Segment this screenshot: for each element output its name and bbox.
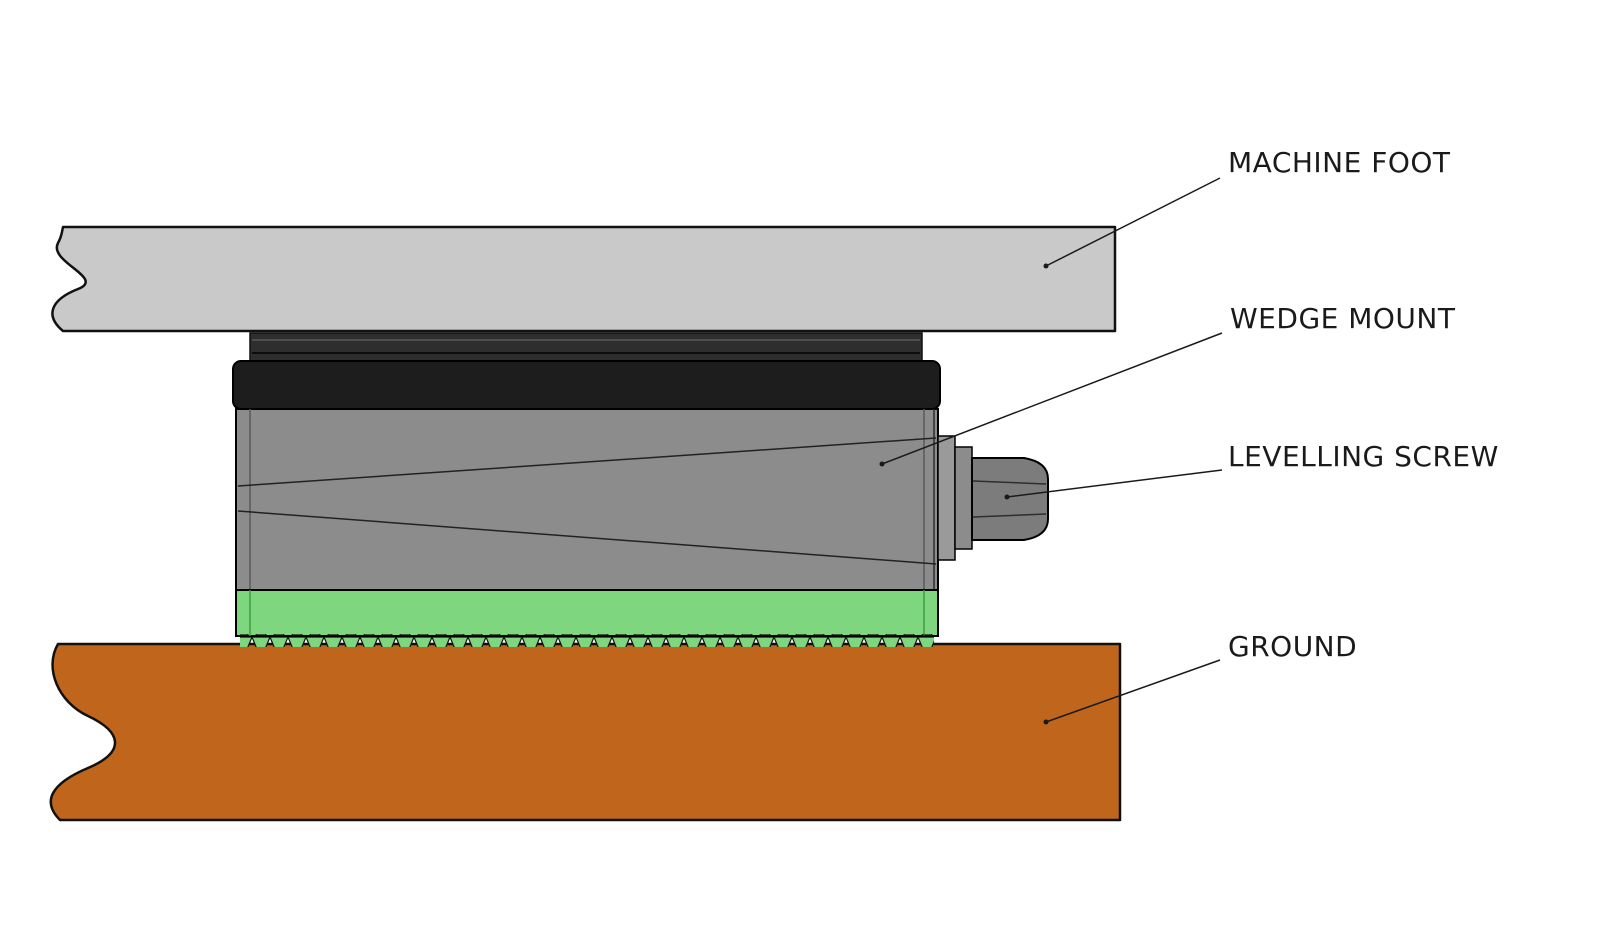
- leader-dot-levelling-screw: [1004, 494, 1010, 500]
- wedge-interface-line-upper: [237, 437, 937, 487]
- nut-facet-line-upper: [972, 480, 1047, 485]
- leader-line-levelling-screw: [1006, 469, 1223, 498]
- leader-dot-ground: [1043, 719, 1049, 725]
- levelling-screw-flange: [937, 435, 956, 561]
- leader-line-machine-foot: [1045, 177, 1221, 267]
- leader-line-wedge-mount: [881, 332, 1223, 465]
- leader-dot-machine-foot: [1043, 263, 1049, 269]
- leader-dot-wedge-mount: [879, 461, 885, 467]
- label-wedge-mount: WEDGE MOUNT: [1230, 302, 1456, 335]
- label-ground: GROUND: [1228, 630, 1357, 663]
- ground-plate: [49, 642, 1122, 822]
- wedge-interface-line-lower: [237, 510, 937, 565]
- wedge-mount-body: [235, 408, 939, 591]
- wedge-mount-top-plate: [249, 332, 923, 362]
- machine-foot-plate: [51, 225, 1117, 333]
- label-machine-foot: MACHINE FOOT: [1228, 146, 1451, 179]
- wedge-mount-clamp-band: [232, 360, 941, 410]
- serrated-base: [240, 634, 934, 647]
- leader-line-ground: [1045, 659, 1221, 723]
- label-levelling-screw: LEVELLING SCREW: [1228, 440, 1499, 473]
- rubber-pad: [235, 589, 939, 637]
- nut-facet-line-lower: [972, 513, 1047, 518]
- levelling-screw-nut: [971, 457, 1049, 541]
- levelling-screw-washer: [954, 446, 973, 550]
